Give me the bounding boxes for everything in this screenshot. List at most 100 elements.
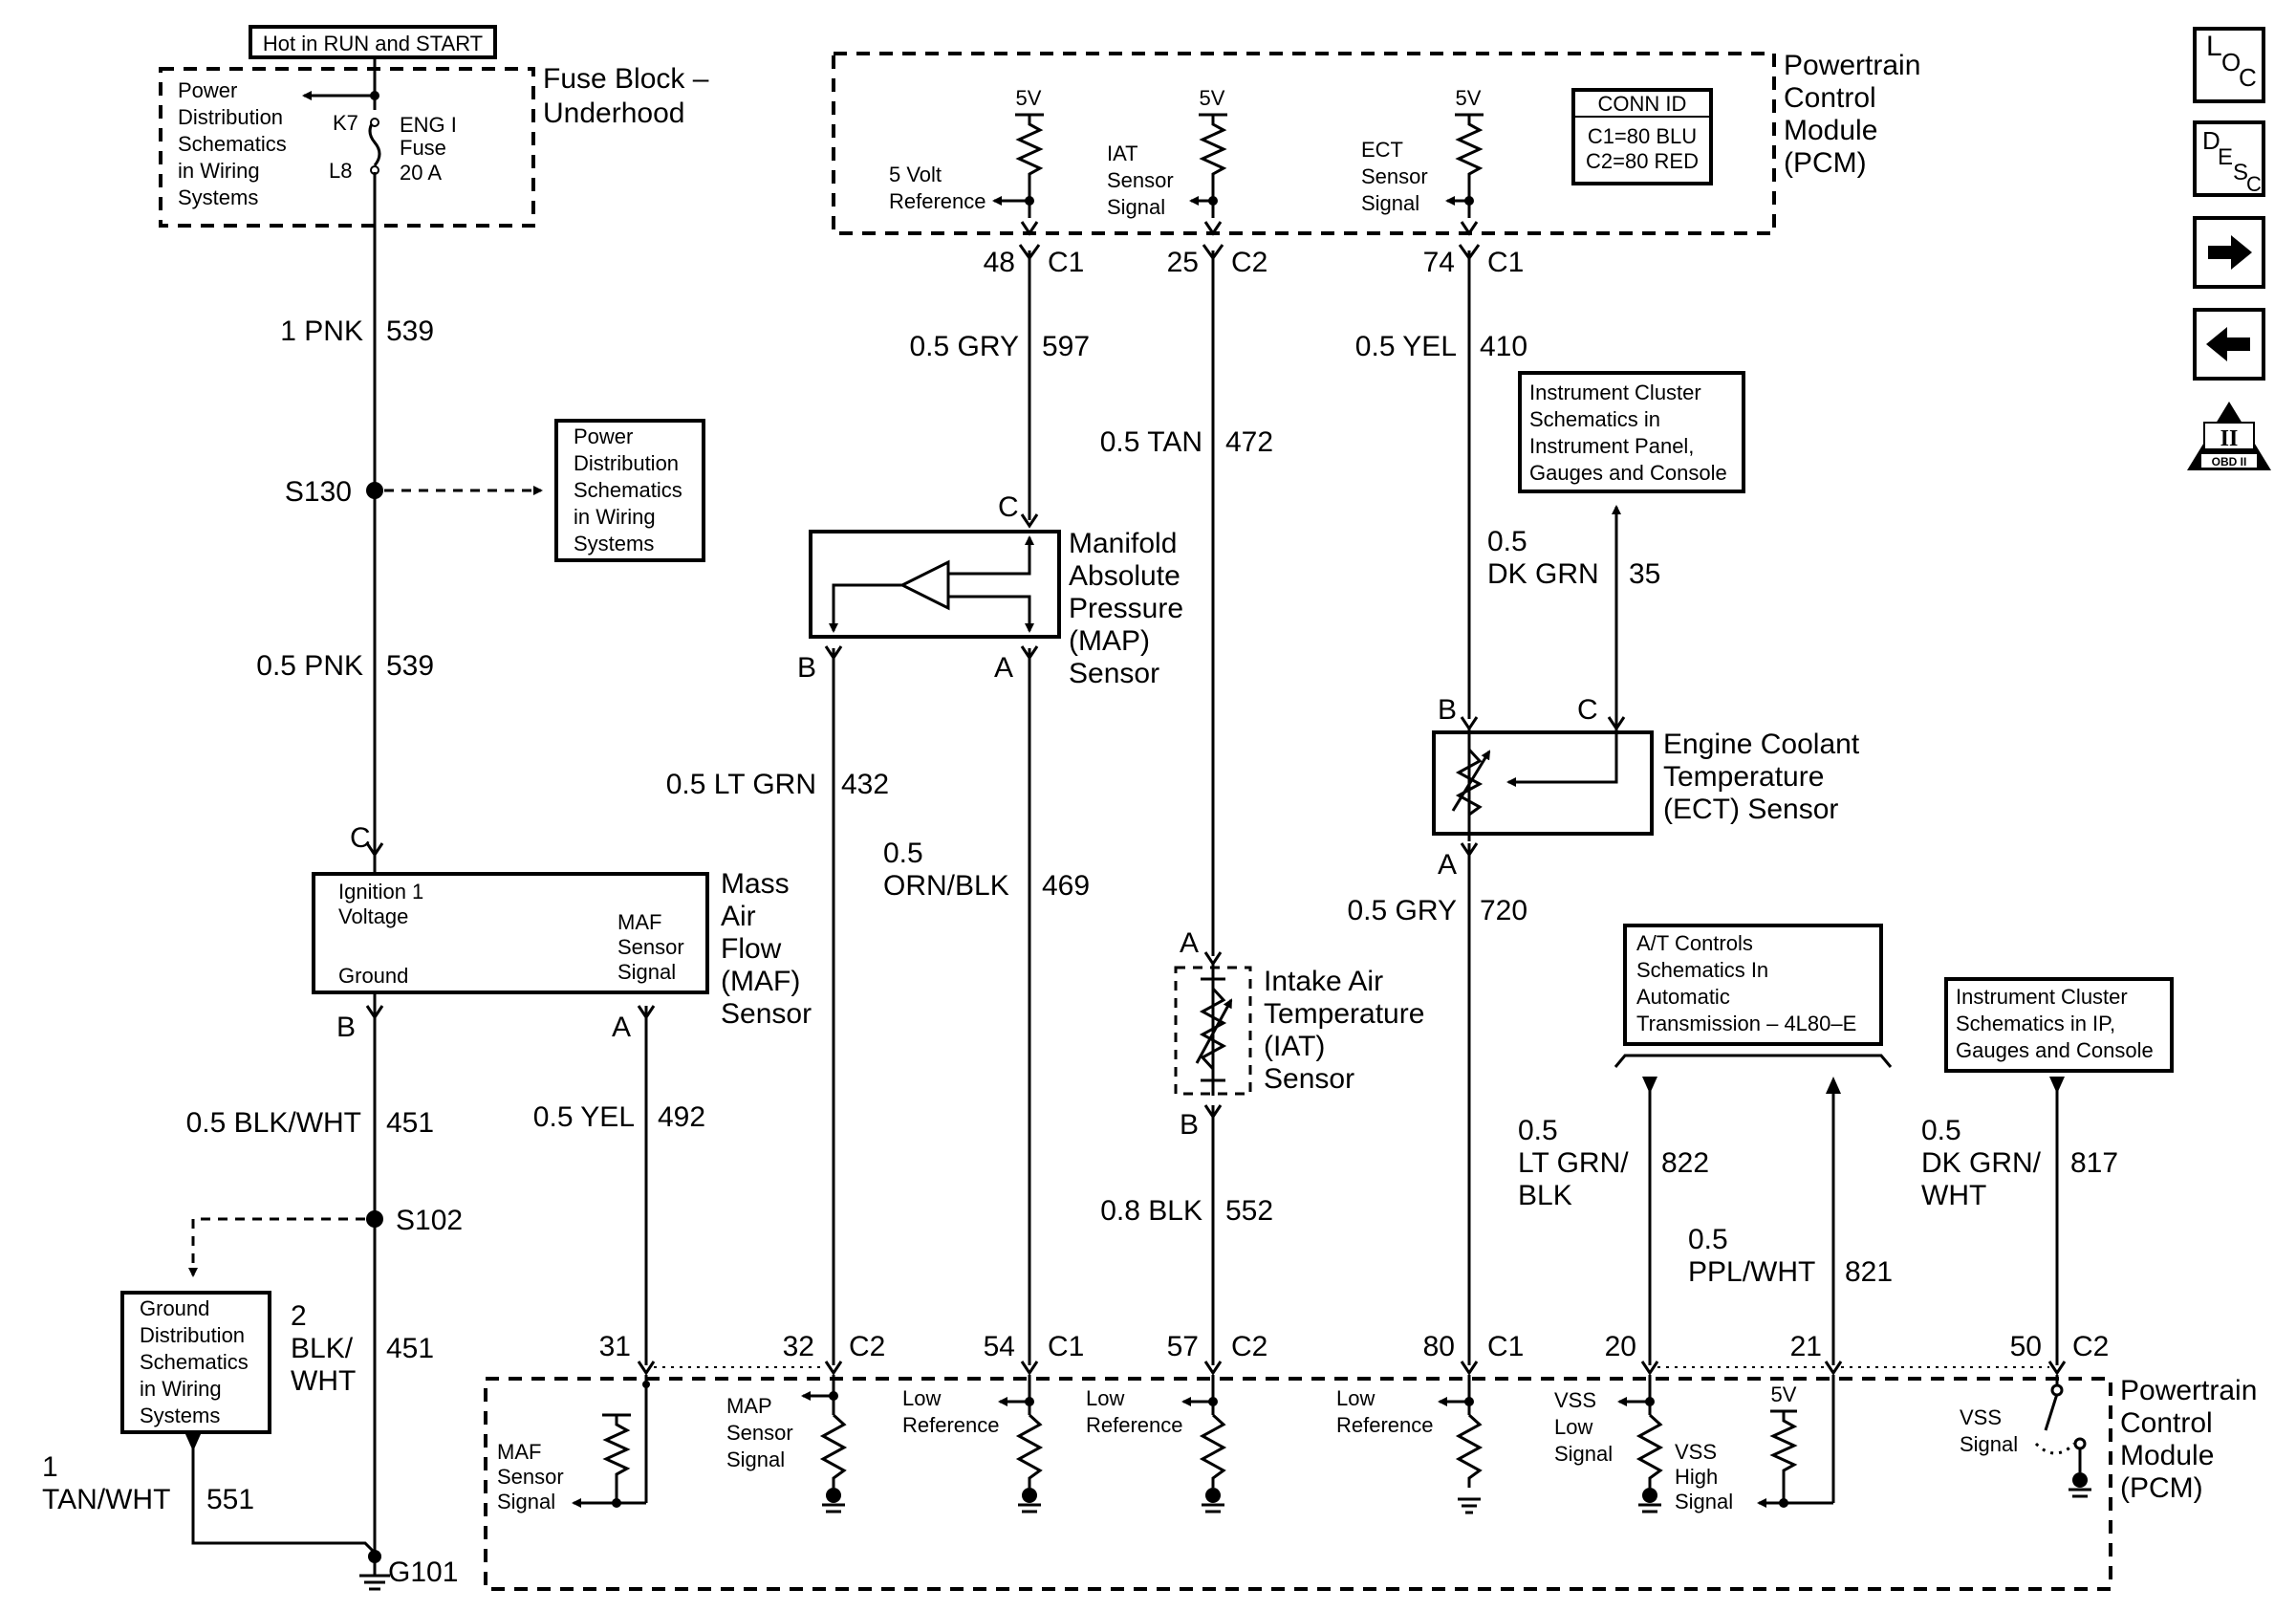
obd-ii-label: II	[2220, 426, 2239, 451]
wire-circuit-label: 597	[1042, 331, 1090, 362]
obd-ii-caption: OBD II	[2212, 455, 2247, 468]
conn-id-title: CONN ID	[1598, 92, 1687, 116]
ic-ip-ref-box[interactable]: Instrument Cluster Schematics in IP, Gau…	[1944, 977, 2174, 1073]
v5-label: 5V	[1771, 1382, 1797, 1406]
ref-line: in Wiring	[574, 505, 656, 529]
ref-line: Schematics In	[1636, 958, 1768, 982]
pcm-text-line: Reference	[1086, 1413, 1183, 1437]
pcm-text-line: Signal	[1107, 195, 1165, 219]
pcm-text-line: Signal	[1361, 191, 1419, 215]
iat-title-line: (IAT)	[1264, 1031, 1325, 1062]
fuse-block-title-line: Underhood	[543, 98, 684, 129]
ref-line: Schematics in	[1529, 407, 1660, 431]
wire-size-label: 0.5 LT GRN	[666, 769, 816, 800]
pin-number: 20	[1605, 1331, 1636, 1362]
iat-pin-b: B	[1180, 1109, 1199, 1141]
maf-box	[312, 872, 709, 994]
wire-circuit-label: 472	[1225, 426, 1273, 458]
wire-size-label: DK GRN/	[1921, 1147, 2042, 1179]
maf-ign-line: Ignition 1	[338, 880, 423, 903]
maf-signal-line: MAF	[617, 910, 661, 934]
pin-number: 31	[599, 1331, 631, 1362]
nav-letter: L	[2206, 31, 2222, 62]
wire-circuit-label: 822	[1661, 1147, 1709, 1179]
wire-size-label: WHT	[1921, 1180, 1986, 1211]
splice-s130	[366, 482, 383, 499]
pcm-text-line: Low	[1086, 1386, 1124, 1410]
wire-circuit-label: 451	[386, 1107, 434, 1139]
pcm-text-line: Low	[1554, 1415, 1592, 1439]
pcm-title-line: (PCM)	[2120, 1472, 2203, 1504]
pcm-text-line: Signal	[1675, 1490, 1733, 1513]
pcm-bottom-frame	[484, 1377, 2112, 1591]
pcm-text-line: Sensor	[1107, 168, 1174, 192]
ect-title-line: Engine Coolant	[1663, 729, 1860, 760]
obd-ii-button[interactable]: II OBD II	[2187, 402, 2271, 470]
splice-label: S102	[396, 1205, 463, 1236]
conn-id-box	[1571, 88, 1713, 185]
pcm-low-ref-54: Low Reference	[902, 1375, 1044, 1513]
pcm-map-input: MAP Sensor Signal	[726, 1375, 848, 1513]
desc-button[interactable]: D E S C	[2193, 120, 2265, 197]
wire-circuit-label: 821	[1845, 1256, 1893, 1288]
at-bracket	[1614, 1054, 1893, 1068]
nav-letter: C	[2246, 172, 2262, 196]
ref-line: Distribution	[140, 1323, 245, 1347]
pcm-text-line: ECT	[1361, 138, 1403, 162]
pullup-5v-ect: 5V ECT Sensor Signal	[1361, 86, 1484, 236]
wire-size-label: LT GRN/	[1518, 1147, 1629, 1179]
maf-pin-c: C	[350, 822, 371, 854]
wire-circuit-label: 552	[1225, 1195, 1273, 1227]
map-title-line: (MAP)	[1069, 625, 1150, 657]
v5-label: 5V	[1456, 86, 1482, 110]
maf-title-line: Mass	[721, 868, 790, 900]
arrow-left-icon	[2206, 327, 2250, 361]
top-pin-48: 48 C1	[984, 244, 1084, 278]
at-controls-ref-box[interactable]: A/T Controls Schematics In Automatic Tra…	[1623, 924, 1883, 1046]
connector-id: C1	[1048, 1331, 1084, 1362]
ref-line: Ground	[140, 1296, 209, 1320]
connector-id: C2	[1231, 1331, 1267, 1362]
map-title-line: Manifold	[1069, 528, 1177, 559]
wire-tanwht-551	[191, 1434, 377, 1555]
splice-label: S130	[285, 476, 352, 508]
wire-size-label: 0.8 BLK	[1100, 1195, 1202, 1227]
ect-pin-b: B	[1438, 694, 1457, 726]
top-pin-25: 25 C2	[1167, 244, 1267, 278]
maf-signal-line: Sensor	[617, 935, 684, 959]
pcm-low-ref-80: Low Reference	[1336, 1375, 1484, 1514]
nav-letter: O	[2221, 48, 2241, 76]
ref-line: Transmission – 4L80–E	[1636, 1012, 1856, 1035]
pcm-top: Powertrain Control Module (PCM) CONN ID …	[832, 50, 1920, 236]
wire-circuit-label: 35	[1629, 558, 1660, 590]
pcm-text-line: VSS	[1675, 1440, 1717, 1464]
pcm-vss-signal: VSS Signal	[1960, 1375, 2091, 1498]
ect-title-line: Temperature	[1663, 761, 1824, 793]
wire-size-label: 0.5 GRY	[909, 331, 1019, 362]
wire-circuit-label: 817	[2070, 1147, 2118, 1179]
ect-pin-a: A	[1438, 849, 1457, 881]
fuse-block-title: Fuse Block – Underhood	[543, 63, 709, 129]
nav-letter: C	[2239, 63, 2257, 92]
v5-label: 5V	[1200, 86, 1225, 110]
wire-circuit-label: 539	[386, 650, 434, 682]
wire-circuit-label: 469	[1042, 870, 1090, 902]
wire-size-label: WHT	[291, 1365, 356, 1397]
pcm-maf-input: MAF Sensor Signal	[497, 1375, 650, 1513]
next-page-button[interactable]	[2193, 216, 2265, 289]
map-title-line: Sensor	[1069, 658, 1159, 689]
power-dist-ref-box[interactable]: Power Distribution Schematics in Wiring …	[554, 419, 705, 562]
wire-size-label: 0.5	[1487, 526, 1527, 557]
fuse-ref-line: in Wiring	[178, 159, 260, 183]
wire-size-label: DK GRN	[1487, 558, 1599, 590]
wire-size-label: BLK	[1518, 1180, 1572, 1211]
ground-dist-ref-box[interactable]: Ground Distribution Schematics in Wiring…	[120, 1291, 271, 1434]
ref-line: Schematics	[140, 1350, 249, 1374]
bottom-pins: 31 32 C2 54 C1 57 C2 80 C1 20 21 50 C2	[599, 1331, 2109, 1376]
loc-button[interactable]: L O C	[2193, 27, 2265, 103]
prev-page-button[interactable]	[2193, 308, 2265, 381]
ic-panel-ref-box[interactable]: Instrument Cluster Schematics in Instrum…	[1518, 371, 1745, 493]
pcm-text-line: Reference	[889, 189, 986, 213]
pcm-text-line: Signal	[1554, 1442, 1613, 1466]
